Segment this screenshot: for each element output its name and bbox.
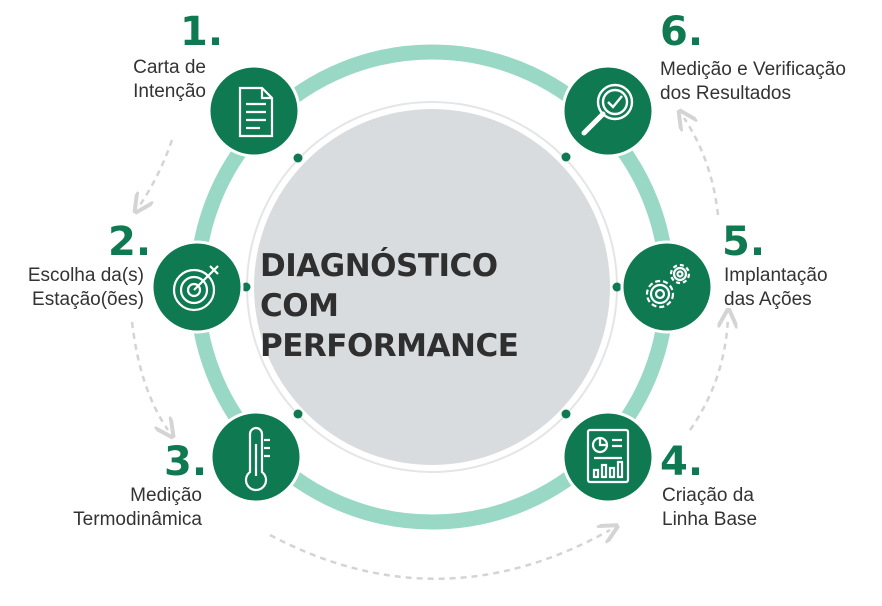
center-disc: [254, 109, 610, 465]
step-5-label-line2: das Ações: [724, 289, 812, 310]
flow-arrow-4-5: [688, 318, 728, 431]
flow-arrow-3-4: [269, 530, 610, 580]
gears-icon: [645, 263, 691, 309]
thermometer-icon: [244, 426, 270, 492]
flow-arrow-5-6: [684, 118, 720, 216]
step-1-label: Carta de Intenção: [60, 56, 206, 104]
ring-dot: [293, 409, 303, 419]
step-5-number: 5.: [722, 219, 766, 265]
step-3-number: 3.: [164, 439, 208, 485]
step-2-number: 2.: [108, 219, 152, 265]
step-1-node: [207, 64, 301, 158]
ring-dot: [612, 282, 622, 292]
step-3-label: Medição Termodinâmica: [40, 484, 202, 532]
step-4-label-line1: Criação da: [662, 485, 754, 506]
step-2-label-line1: Escolha da(s): [27, 265, 144, 286]
step-5-node: [620, 240, 714, 334]
ring-dot: [561, 152, 571, 162]
step-6-label-line2: dos Resultados: [660, 83, 791, 104]
ring-dot: [241, 282, 251, 292]
step-5-label-line1: Implantação: [724, 265, 828, 286]
step-6-label: Medição e Verificação dos Resultados: [660, 58, 846, 106]
center-title: DIAGNÓSTICO COM PERFORMANCE: [260, 246, 590, 366]
step-5-label: Implantação das Ações: [724, 264, 828, 312]
step-3-label-line1: Medição: [130, 485, 202, 506]
step-3-node: [209, 410, 303, 504]
step-1-label-line1: Carta de: [133, 57, 206, 78]
flow-arrow-2-3: [130, 321, 168, 430]
step-6-number: 6.: [660, 9, 704, 55]
step-2-label-line2: Estação(ões): [32, 289, 144, 310]
step-2-node: [150, 240, 244, 334]
step-4-node: [561, 410, 655, 504]
flow-arrow-1-2: [140, 139, 174, 205]
center-title-line2: COM PERFORMANCE: [260, 288, 519, 364]
target-icon: [172, 265, 219, 312]
step-4-label-line2: Linha Base: [662, 509, 758, 530]
document-icon: [238, 86, 274, 138]
step-1-number: 1.: [180, 9, 224, 55]
step-3-label-line2: Termodinâmica: [73, 509, 202, 530]
report-chart-icon: [586, 428, 630, 484]
step-6-label-line1: Medição e Verificação: [660, 59, 846, 80]
step-4-label: Criação da Linha Base: [662, 484, 757, 532]
step-2-label: Escolha da(s) Estação(ões): [0, 264, 144, 312]
step-6-node: [561, 64, 655, 158]
ring-dot: [293, 153, 303, 163]
center-title-line1: DIAGNÓSTICO: [260, 248, 498, 284]
magnifier-check-icon: [581, 83, 634, 136]
step-1-label-line2: Intenção: [133, 81, 206, 102]
ring-dot: [561, 409, 571, 419]
step-4-number: 4.: [660, 439, 704, 485]
